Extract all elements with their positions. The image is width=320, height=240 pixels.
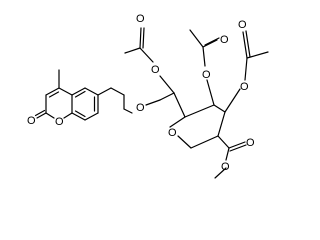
bond — [71, 87, 86, 96]
bond — [159, 92, 175, 101]
bond — [45, 112, 55, 119]
structure-diagram: O O O O O O O O O O O O — [27, 13, 269, 179]
bond — [84, 87, 99, 96]
bond — [159, 75, 175, 94]
bond — [139, 27, 142, 49]
bond — [213, 104, 226, 113]
bond — [228, 141, 246, 149]
bond — [84, 112, 99, 121]
sugar-ring — [145, 92, 226, 149]
bond — [244, 57, 248, 81]
bond — [189, 29, 204, 48]
bond — [214, 167, 227, 179]
bond — [173, 92, 186, 118]
bond — [74, 110, 86, 118]
bond — [34, 109, 46, 117]
bond — [225, 147, 230, 161]
atom-label: O — [151, 64, 160, 76]
atom-label: O — [168, 127, 177, 139]
bond — [177, 135, 192, 149]
atom-label: O — [27, 115, 36, 127]
bond — [63, 112, 73, 119]
bond — [224, 88, 241, 113]
bond — [202, 39, 218, 48]
bond — [110, 87, 125, 96]
bond — [202, 46, 206, 67]
atom-labels: O O O O O O O O O O O O — [27, 13, 255, 173]
bond — [145, 99, 161, 106]
bond — [97, 87, 112, 96]
bond — [206, 79, 215, 106]
atom-label: O — [221, 161, 230, 173]
bond — [217, 111, 226, 137]
atom-label: O — [238, 19, 247, 31]
acetyl-groups — [124, 27, 269, 113]
atom-label: O — [136, 102, 145, 114]
bond — [229, 144, 247, 152]
bond — [169, 116, 186, 128]
atom-label: O — [220, 34, 229, 46]
atom-label: O — [240, 81, 249, 93]
atom-label: O — [55, 116, 64, 128]
bond — [123, 108, 133, 114]
atom-label: O — [202, 69, 211, 81]
coumarin-core — [34, 69, 99, 121]
atom-label: O — [246, 137, 255, 149]
bond — [190, 135, 219, 149]
methyl-ester — [214, 135, 247, 179]
bond — [245, 30, 251, 58]
bond — [242, 31, 248, 59]
bond — [217, 135, 230, 149]
bond — [74, 90, 86, 98]
bond — [48, 91, 60, 98]
bond — [45, 87, 60, 96]
atom-label: O — [136, 13, 145, 25]
bond — [58, 87, 73, 96]
bond — [204, 37, 220, 46]
bond — [142, 27, 145, 49]
glycosidic-link — [97, 87, 133, 114]
bond — [71, 112, 86, 121]
bond — [36, 112, 47, 119]
bond — [124, 47, 141, 54]
bond — [139, 47, 154, 63]
bond — [184, 104, 215, 118]
